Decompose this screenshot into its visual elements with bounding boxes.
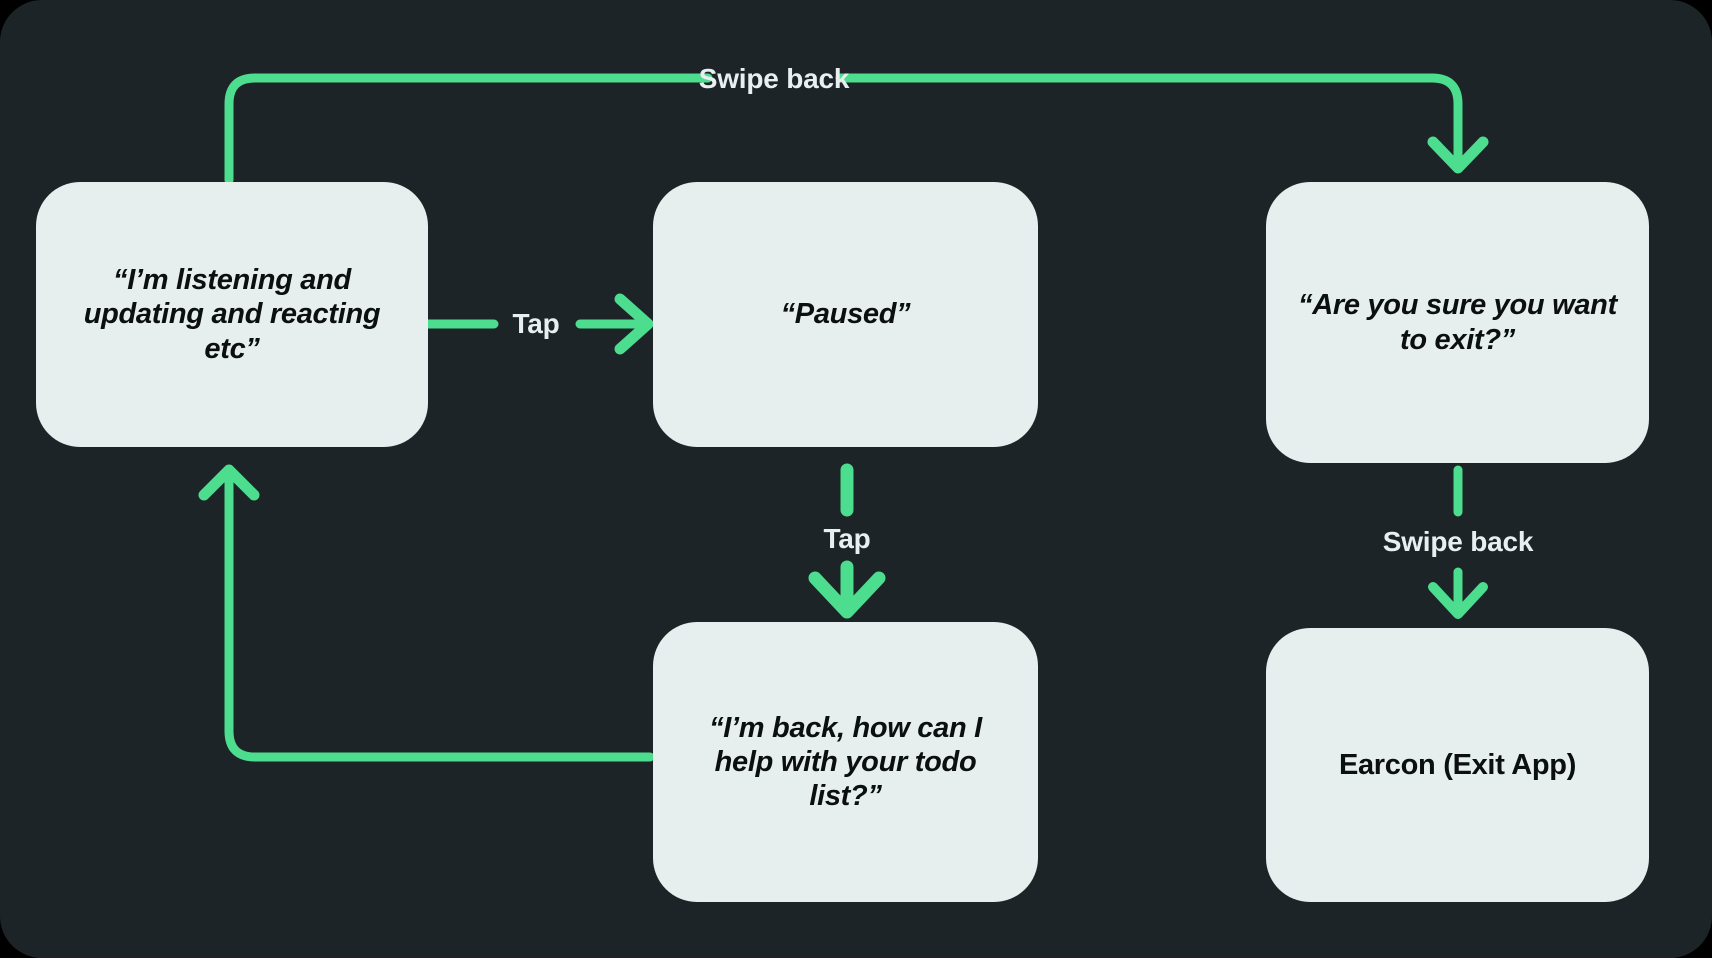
node-earcon[interactable]: Earcon (Exit App) [1266,628,1649,902]
edge-path-back-to-listening [224,473,655,762]
node-back[interactable]: “I’m back, how can I help with your todo… [653,622,1038,902]
edge-path-listening-to-confirm-exit [224,73,713,185]
node-confirm-exit-label: “Are you sure you want to exit?” [1298,289,1617,356]
arrowhead-confirm-exit [1427,136,1489,174]
node-listening-label: “I’m listening and updating and reacting… [83,264,381,365]
node-earcon-label: Earcon (Exit App) [1338,748,1577,781]
node-paused-label: “Paused” [780,298,911,331]
arrowhead-listening [198,464,260,501]
edge-path-listening-to-confirm-exit-b [835,73,1463,167]
node-paused[interactable]: “Paused” [653,182,1038,447]
arrowhead-back [808,571,886,619]
node-listening[interactable]: “I’m listening and updating and reacting… [36,182,428,447]
arrowhead-paused [614,293,654,355]
node-confirm-exit[interactable]: “Are you sure you want to exit?” [1266,182,1649,463]
edge-label-tap-horizontal: Tap [512,308,560,339]
arrowhead-earcon [1428,582,1488,619]
edge-label-swipe-back-right: Swipe back [1382,526,1534,557]
edge-label-tap-vertical: Tap [823,523,871,554]
node-back-label: “I’m back, how can I help with your todo… [709,711,982,813]
edge-label-swipe-back-top: Swipe back [698,63,850,94]
